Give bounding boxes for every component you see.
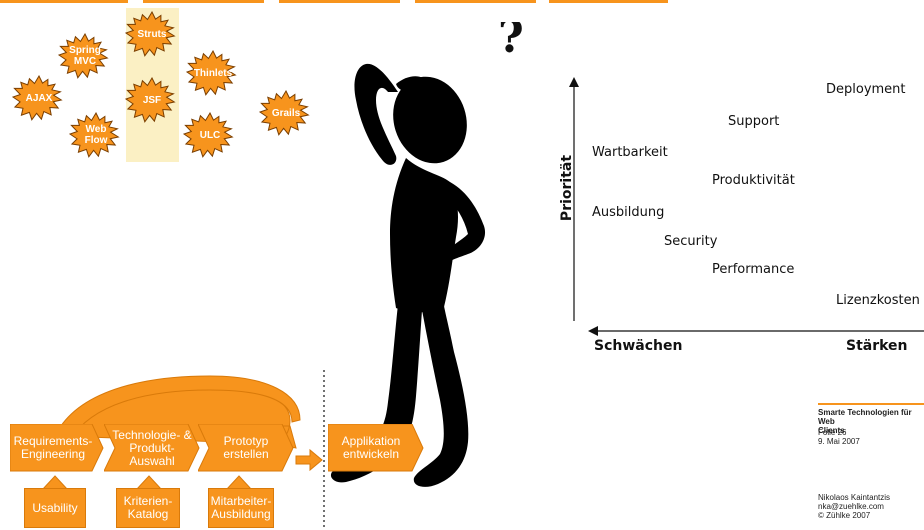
starburst-icon [185, 50, 237, 96]
chevron-shape [328, 424, 424, 472]
framework-label: Spring MVC [69, 45, 101, 67]
priority-chart-axes [569, 77, 924, 336]
x-axis-left-label: Schwächen [594, 338, 683, 354]
footer-email: nka@zuehlke.com [818, 502, 884, 511]
framework-star-ulc: ULC [180, 112, 240, 158]
top-bar-segment [415, 0, 536, 3]
framework-label: JSF [142, 94, 162, 106]
framework-label: Thinlets [193, 67, 233, 79]
framework-star-ajax: AJAX [9, 75, 69, 121]
chevron-shape [104, 424, 200, 472]
factor-deployment: Deployment [826, 82, 906, 97]
framework-label: AJAX [25, 92, 53, 104]
process-step-requirements: Requirements- Engineering [10, 424, 104, 472]
framework-star-grails: Grails [256, 90, 316, 136]
process-step-technologie-auswahl: Technologie- & Produkt- Auswahl [104, 424, 200, 472]
top-bar-segment [143, 0, 264, 3]
footer-date: 9. Mai 2007 [818, 437, 860, 446]
footer-title: Smarte Technologien für Web Clients [818, 408, 912, 435]
framework-star-spring-mvc: Spring MVC [55, 33, 115, 79]
factor-performance: Performance [712, 262, 795, 277]
chevron-shape [10, 424, 104, 472]
factor-security: Security [664, 234, 718, 249]
right-arrow [295, 448, 323, 472]
framework-star-jsf: JSF [122, 77, 182, 123]
input-mitarbeiter-ausbildung: Mitarbeiter- Ausbildung [208, 488, 274, 528]
framework-star-web-flow: Web Flow [66, 112, 126, 158]
y-axis-label: Priorität [559, 154, 575, 222]
thinking-figure-icon: ? [330, 22, 524, 487]
footer-copyright: © Zühlke 2007 [818, 511, 871, 520]
factor-ausbildung: Ausbildung [592, 205, 665, 220]
factor-lizenzkosten: Lizenzkosten [836, 293, 920, 308]
input-usability: Usability [24, 488, 86, 528]
starburst-icon [182, 112, 234, 158]
top-bar-segment [549, 0, 668, 3]
framework-label: Struts [137, 28, 167, 40]
starburst-icon [124, 77, 176, 123]
footer-author: Nikolaos Kaintantzis [818, 493, 891, 502]
footer-slide: Folie 26 [818, 428, 847, 437]
factor-support: Support [728, 114, 780, 129]
footer-accent-line [818, 403, 924, 405]
framework-label: Grails [271, 107, 301, 119]
chevron-shape [198, 424, 294, 472]
framework-star-struts: Struts [122, 11, 182, 57]
starburst-icon [11, 75, 63, 121]
framework-label: Web Flow [84, 124, 108, 146]
framework-label: ULC [199, 129, 221, 141]
input-kriterien-katalog: Kriterien- Katalog [116, 488, 180, 528]
starburst-icon [124, 11, 176, 57]
process-step-applikation: Applikation entwickeln [328, 424, 424, 472]
top-bar-segment [0, 0, 128, 3]
x-axis-right-label: Stärken [846, 338, 908, 354]
framework-star-thinlets: Thinlets [183, 50, 243, 96]
x-axis-left-arrowhead [588, 326, 598, 336]
y-axis-arrowhead [569, 77, 579, 87]
starburst-icon [57, 33, 109, 79]
factor-produktivitaet: Produktivität [712, 173, 795, 188]
factor-wartbarkeit: Wartbarkeit [592, 145, 668, 160]
process-step-prototyp: Prototyp erstellen [198, 424, 294, 472]
question-mark: ? [498, 22, 524, 63]
starburst-icon [68, 112, 120, 158]
starburst-icon [258, 90, 310, 136]
top-bar-segment [279, 0, 400, 3]
